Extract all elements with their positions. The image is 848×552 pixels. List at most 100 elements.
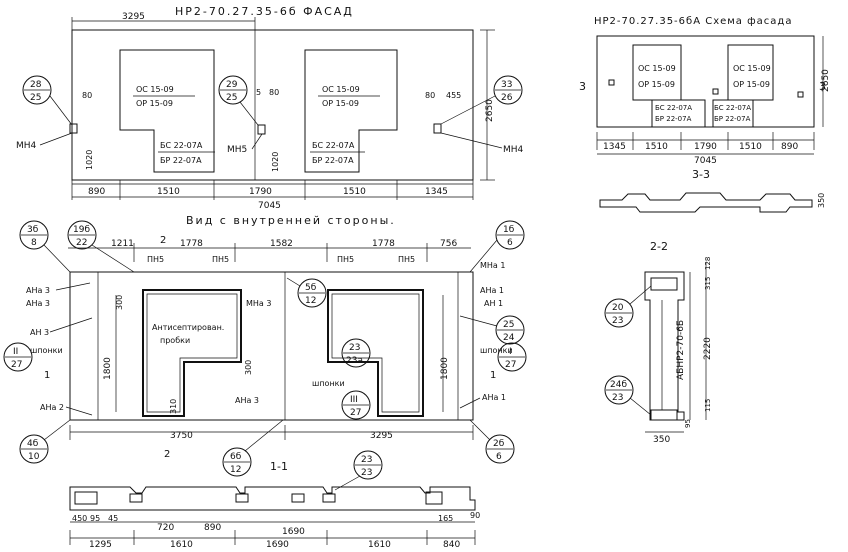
svg-text:28: 28 [30,80,42,90]
svg-text:756: 756 [440,239,457,249]
facade-bubble-1: 28 25 [22,75,73,126]
svg-text:шпонки: шпонки [480,346,513,355]
svg-text:1582: 1582 [270,239,293,249]
svg-text:840: 840 [443,540,460,550]
scheme-view: НР2-70.27.35-6бА Схема фасада ОС 15-09 О… [579,16,831,213]
svg-text:1: 1 [44,370,50,381]
svg-text:25: 25 [226,93,237,103]
facade-window-door-2 [304,49,398,173]
inner-top-dims: 1211 1778 1582 1778 756 [111,239,457,262]
sec22-width: 350 [653,435,670,445]
facade-title: НР2-70.27.35-6б ФАСАД [175,5,354,18]
inner-view: Вид с внутренней стороны. 2 1211 1778 15… [3,214,527,477]
inner-bubble-5b: 5б 12 [286,277,327,308]
svg-text:АНа 3: АНа 3 [235,396,259,405]
svg-text:МНа 1: МНа 1 [480,261,505,270]
svg-text:20: 20 [612,303,624,313]
svg-text:АНа 1: АНа 1 [482,393,506,402]
inner-bubble-6b: 6б 12 [222,419,284,477]
svg-text:128: 128 [704,257,712,270]
svg-text:1510: 1510 [343,187,366,197]
svg-text:27: 27 [350,408,361,418]
svg-text:10: 10 [28,452,40,462]
facade-mh-mid: МН5 [227,145,247,155]
svg-text:1211: 1211 [111,239,134,249]
inner-dim-3295: 3295 [370,431,393,441]
svg-text:ОС 15-09: ОС 15-09 [638,64,676,73]
facade-dim-top: 3295 [122,12,145,22]
svg-text:ОС 15-09: ОС 15-09 [733,64,771,73]
svg-text:23а: 23а [346,356,363,366]
svg-text:ПН5: ПН5 [212,255,229,264]
inner-title: Вид с внутренней стороны. [186,214,396,227]
facade-small-80a: 80 [82,91,92,100]
svg-text:1510: 1510 [739,142,762,152]
inner-small-1800a: 1800 [103,357,113,380]
facade-small-1020a: 1020 [85,150,94,170]
sec22-label: АБНР2-70-6Б [676,320,686,380]
facade-window-door-1 [119,49,215,173]
svg-text:27: 27 [11,360,22,370]
facade-win1-line1: ОС 15-09 [136,85,174,94]
svg-text:1295: 1295 [89,540,112,550]
svg-text:шпонки: шпонки [312,379,345,388]
svg-text:1б: 1б [503,225,515,235]
svg-text:890: 890 [204,523,221,533]
svg-text:1510: 1510 [157,187,180,197]
svg-text:БР 22-07А: БР 22-07А [655,115,692,123]
svg-text:1790: 1790 [694,142,717,152]
svg-text:4б: 4б [27,439,39,449]
svg-text:165: 165 [438,514,453,523]
section-1-1: 1-1 23 23 450 95 45 720 890 1690 165 90 [69,450,480,550]
svg-text:890: 890 [88,187,105,197]
svg-text:45: 45 [108,514,118,523]
svg-text:1345: 1345 [425,187,448,197]
svg-text:26: 26 [501,93,513,103]
svg-text:450: 450 [72,514,87,523]
inner-bubble-1b: 1б 6 [469,220,525,273]
svg-text:БС 22-07А: БС 22-07А [714,104,751,112]
inner-cut2: 2 [160,235,166,246]
svg-text:5б: 5б [305,283,317,293]
svg-text:шпонки: шпонки [30,346,63,355]
inner-bubble-19b: 19б 22 [67,220,135,273]
svg-text:23: 23 [612,316,623,326]
svg-text:25: 25 [503,320,514,330]
facade-door1-line2: БР 22-07А [160,156,202,165]
svg-text:МНа 3: МНа 3 [246,299,271,308]
facade-small-5: 5 [256,88,261,97]
sec22-bubble-20: 20 23 [604,285,652,328]
inner-opening-1 [142,289,242,417]
svg-text:720: 720 [157,523,174,533]
facade-small-1020b: 1020 [271,152,280,172]
svg-text:1690: 1690 [266,540,289,550]
svg-text:12: 12 [230,465,241,475]
facade-small-455: 455 [446,91,461,100]
scheme-dims: 1345 1510 1790 1510 890 [596,132,815,152]
svg-text:23: 23 [361,468,372,478]
sec22-profile [644,271,685,421]
svg-text:24: 24 [503,333,515,343]
svg-text:1610: 1610 [170,540,193,550]
svg-text:АН 3: АН 3 [30,328,49,337]
facade-bubble-2: 29 25 [218,75,259,126]
svg-text:1345: 1345 [603,142,626,152]
svg-text:ПН5: ПН5 [147,255,164,264]
inner-small-310: 310 [169,399,178,414]
svg-text:23: 23 [349,343,360,353]
svg-text:1778: 1778 [180,239,203,249]
facade-door2-line2: БР 22-07А [312,156,354,165]
inner-bubble-23: 23 23а [341,338,371,368]
facade-panel-outline [71,29,474,181]
inner-bubble-25: 25 24 [459,315,525,345]
svg-text:II: II [13,347,18,357]
svg-text:АНа 2: АНа 2 [40,403,64,412]
svg-text:1778: 1778 [372,239,395,249]
svg-text:6: 6 [507,238,513,248]
svg-text:III: III [350,395,358,405]
svg-text:19б: 19б [73,225,90,235]
svg-text:23: 23 [612,393,623,403]
inner-bubble-II: II 27 [3,342,33,372]
inner-panel-outline [69,271,474,421]
facade-door2-line1: БС 22-07А [312,141,355,150]
